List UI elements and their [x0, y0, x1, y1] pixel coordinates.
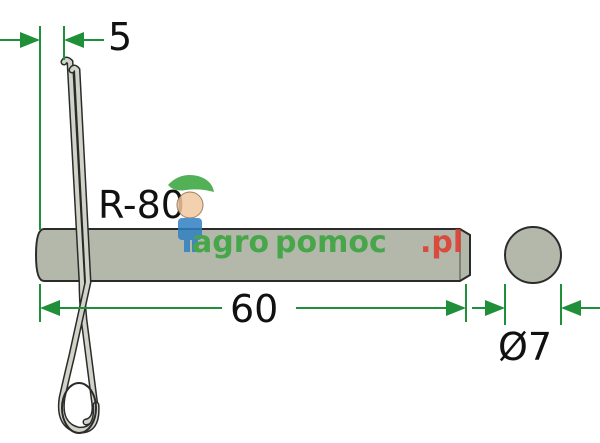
pin-cross-section: [504, 226, 562, 284]
watermark-prefix: agro: [192, 225, 269, 260]
r-clip: [57, 56, 100, 434]
pin-length-label: 60: [230, 287, 278, 331]
watermark-tld: .pl: [420, 225, 463, 260]
pin-diameter-label: Ø7: [498, 325, 552, 369]
watermark-logo: agro pomoc .pl: [168, 175, 463, 260]
pin-body: [34, 228, 471, 282]
dimension-pin-length: [39, 284, 467, 322]
dimension-pin-diameter: [472, 284, 600, 325]
watermark-suffix: pomoc: [275, 225, 387, 260]
mascot-icon: [168, 175, 214, 252]
clip-offset-label: 5: [108, 15, 132, 59]
dimension-clip-offset: [0, 26, 104, 230]
part-label: R-80: [98, 183, 185, 227]
